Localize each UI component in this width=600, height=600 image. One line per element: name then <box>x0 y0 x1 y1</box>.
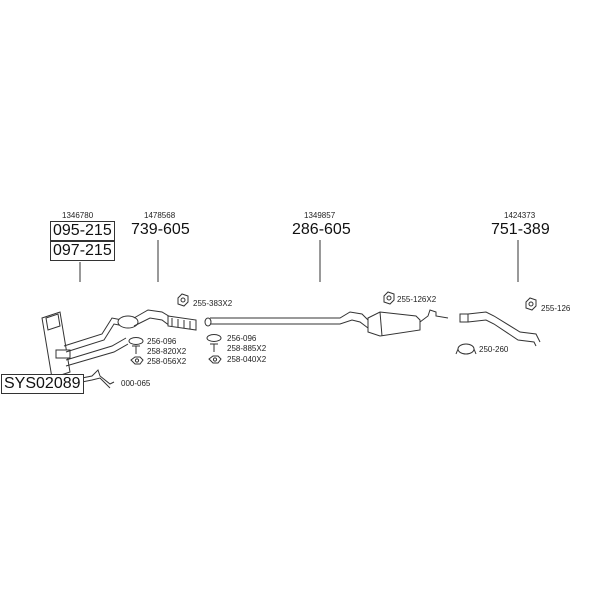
part-code-097-215[interactable]: 097-215 <box>50 241 115 261</box>
accessory-label-bracket[interactable]: 000-065 <box>121 379 151 388</box>
oe-number-catalyst: 1346780 <box>62 211 94 220</box>
accessory-label-bolt[interactable]: 258-885X2 <box>227 344 267 353</box>
hanger-icon[interactable] <box>525 297 537 311</box>
system-code-badge[interactable]: SYS02089 <box>1 374 84 394</box>
oe-number-middle-pipe: 1349857 <box>304 211 336 220</box>
bracket-icon[interactable] <box>81 369 115 389</box>
accessory-label-clamp[interactable]: 250-260 <box>479 345 509 354</box>
part-code-095-215[interactable]: 095-215 <box>50 221 115 241</box>
accessory-label-bolt[interactable]: 258-820X2 <box>147 347 187 356</box>
oe-number-tail-pipe: 1424373 <box>504 211 536 220</box>
accessory-label-hanger[interactable]: 255-126X2 <box>397 295 437 304</box>
clamp-icon[interactable] <box>455 343 477 355</box>
accessory-label-gasket[interactable]: 256-096 <box>147 337 177 346</box>
accessory-label-nut[interactable]: 258-040X2 <box>227 355 267 364</box>
oe-number-front-pipe: 1478568 <box>144 211 176 220</box>
tail-pipe-part[interactable] <box>459 311 541 347</box>
hanger-icon[interactable] <box>383 291 395 305</box>
nut-icon[interactable] <box>130 356 144 365</box>
gasket-icon[interactable] <box>206 334 222 342</box>
front-pipe-part[interactable] <box>117 309 197 331</box>
middle-pipe-part[interactable] <box>204 309 449 337</box>
part-code-286-605[interactable]: 286-605 <box>292 221 351 238</box>
hanger-icon[interactable] <box>177 293 189 307</box>
catalyst-part[interactable] <box>41 311 129 379</box>
accessory-label-nut[interactable]: 258-056X2 <box>147 357 187 366</box>
gasket-icon[interactable] <box>128 337 144 345</box>
bolt-icon[interactable] <box>210 343 218 352</box>
part-code-739-605[interactable]: 739-605 <box>131 221 190 238</box>
nut-icon[interactable] <box>208 355 222 364</box>
accessory-label-gasket[interactable]: 256-096 <box>227 334 257 343</box>
accessory-label-hanger[interactable]: 255-383X2 <box>193 299 233 308</box>
accessory-label-hanger[interactable]: 255-126 <box>541 304 571 313</box>
bolt-icon[interactable] <box>132 345 140 354</box>
part-code-751-389[interactable]: 751-389 <box>491 221 550 238</box>
